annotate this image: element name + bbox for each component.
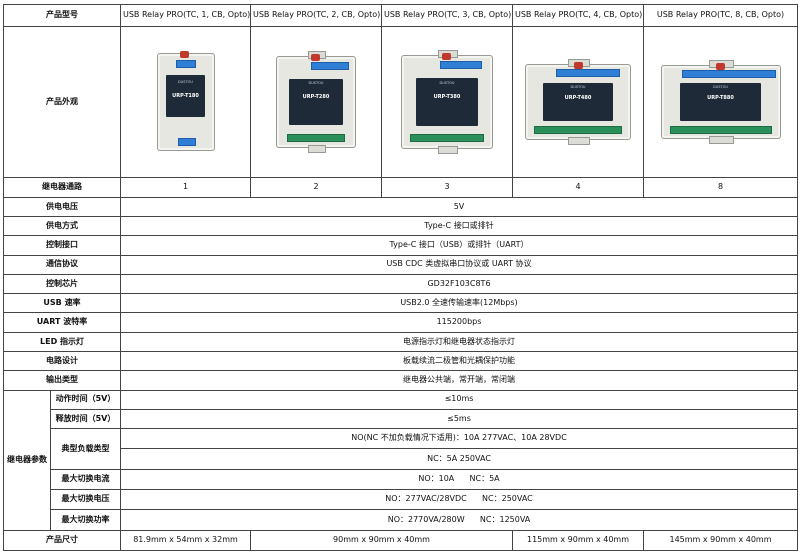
model-cell-5: USB Relay PRO(TC, 8, CB, Opto) (643, 3, 798, 28)
release-time-value: ≤5ms (120, 408, 798, 430)
control-interface-value: Type-C 接口（USB）或排针（UART） (120, 235, 798, 256)
relay-params-group-header: 继电器参数 (3, 389, 51, 531)
row-header-size: 产品尺寸 (3, 529, 121, 552)
max-current-value: NO：10A NC：5A (120, 468, 798, 491)
photo-cell-2: DUSTOU URP-T280 (250, 26, 382, 178)
row-header-typical-load: 典型负载类型 (50, 428, 121, 470)
row-header-chip: 控制芯片 (3, 273, 121, 295)
protocol-value: USB CDC 类虚拟串口协议或 UART 协议 (120, 254, 798, 275)
row-protocol: 通信协议 USB CDC 类虚拟串口协议或 UART 协议 (3, 254, 798, 275)
row-header-max-voltage: 最大切换电压 (50, 489, 121, 511)
model-cell-4: USB Relay PRO(TC, 4, CB, Opto) (512, 3, 644, 28)
max-power-value: NO：2770VA/280W NC：1250VA (120, 509, 798, 531)
row-header-control-interface: 控制接口 (3, 235, 121, 256)
row-output: 输出类型 继电器公共端，常开端，常闭端 (3, 370, 798, 391)
device-image-1ch: DUSTOU URP-T180 (156, 50, 215, 151)
row-header-release-time: 释放时间（5V） (50, 408, 121, 430)
row-header-usb-rate: USB 速率 (3, 293, 121, 314)
row-led: LED 指示灯 电源指示灯和继电器状态指示灯 (3, 331, 798, 353)
size-cell-5: 145mm x 90mm x 40mm (643, 529, 798, 552)
row-uart-baud: UART 波特率 115200bps (3, 312, 798, 333)
model-cell-2: USB Relay PRO(TC, 2, CB, Opto) (250, 3, 382, 28)
row-header-protocol: 通信协议 (3, 254, 121, 275)
row-max-power: 最大切换功率 NO：2770VA/280W NC：1250VA (4, 509, 798, 531)
row-typical-load-nc: NC：5A 250VAC (4, 448, 798, 470)
channels-cell-2: 2 (250, 176, 382, 198)
row-action-time: 继电器参数 动作时间（5V） ≤10ms (3, 389, 798, 531)
typical-load-no-value: NO(NC 不加负载情况下适用)：10A 277VAC、10A 28VDC (120, 428, 798, 450)
row-power: 供电方式 Type-C 接口或排针 (3, 216, 798, 237)
model-cell-3: USB Relay PRO(TC, 3, CB, Opto) (381, 3, 513, 28)
photo-cell-3: DUSTOU URP-T380 (381, 26, 513, 178)
power-value: Type-C 接口或排针 (120, 216, 798, 237)
row-usb-rate: USB 速率 USB2.0 全速传输速率(12Mbps) (3, 293, 798, 314)
uart-baud-value: 115200bps (120, 312, 798, 333)
row-control-interface: 控制接口 Type-C 接口（USB）或排针（UART） (3, 235, 798, 256)
device-image-2ch: DUSTOU URP-T280 (276, 50, 356, 153)
photo-cell-5: DUSTOU URP-T880 (643, 26, 798, 178)
row-header-channels: 继电器通路 (3, 176, 121, 198)
row-max-current: 最大切换电流 NO：10A NC：5A (4, 468, 798, 491)
channels-cell-4: 4 (512, 176, 644, 198)
row-header-model: 产品型号 (3, 3, 121, 28)
row-release-time: 释放时间（5V） ≤5ms (4, 408, 798, 430)
size-cell-1: 81.9mm x 54mm x 32mm (120, 529, 251, 552)
row-header-max-power: 最大切换功率 (50, 509, 121, 531)
channels-cell-5: 8 (643, 176, 798, 198)
row-header-output: 输出类型 (3, 370, 121, 391)
spec-table: 产品型号 USB Relay PRO(TC, 1, CB, Opto) USB … (3, 3, 798, 552)
row-chip: 控制芯片 GD32F103C8T6 (3, 273, 798, 295)
row-header-action-time: 动作时间（5V） (50, 389, 121, 410)
voltage-value: 5V (120, 196, 798, 218)
row-header-max-current: 最大切换电流 (50, 468, 121, 491)
model-cell-1: USB Relay PRO(TC, 1, CB, Opto) (120, 3, 251, 28)
size-cell-4: 115mm x 90mm x 40mm (512, 529, 644, 552)
action-time-value: ≤10ms (120, 389, 798, 410)
usb-rate-value: USB2.0 全速传输速率(12Mbps) (120, 293, 798, 314)
row-header-voltage: 供电电压 (3, 196, 121, 218)
row-channels: 继电器通路 1 2 3 4 8 (3, 176, 798, 198)
row-max-voltage: 最大切换电压 NO：277VAC/28VDC NC：250VAC (4, 489, 798, 511)
device-image-4ch: DUSTOU URP-T480 (525, 58, 631, 145)
typical-load-nc-value: NC：5A 250VAC (120, 448, 798, 470)
channels-cell-1: 1 (120, 176, 251, 198)
row-header-power: 供电方式 (3, 216, 121, 237)
row-typical-load-no: 典型负载类型 NO(NC 不加负载情况下适用)：10A 277VAC、10A 2… (4, 428, 798, 470)
row-circuit: 电路设计 板载续流二极管和光耦保护功能 (3, 351, 798, 372)
row-model: 产品型号 USB Relay PRO(TC, 1, CB, Opto) USB … (3, 3, 798, 28)
led-value: 电源指示灯和继电器状态指示灯 (120, 331, 798, 353)
output-value: 继电器公共端，常开端，常闭端 (120, 370, 798, 391)
channels-cell-3: 3 (381, 176, 513, 198)
row-voltage: 供电电压 5V (3, 196, 798, 218)
device-image-8ch: DUSTOU URP-T880 (660, 59, 781, 144)
chip-value: GD32F103C8T6 (120, 273, 798, 295)
row-header-appearance: 产品外观 (3, 26, 121, 178)
row-appearance: 产品外观 DUSTOU URP-T180 (3, 26, 798, 178)
device-image-3ch: DUSTOU URP-T380 (401, 49, 493, 154)
row-size: 产品尺寸 81.9mm x 54mm x 32mm 90mm x 90mm x … (3, 529, 798, 552)
row-header-led: LED 指示灯 (3, 331, 121, 353)
size-cell-2-3: 90mm x 90mm x 40mm (250, 529, 513, 552)
circuit-value: 板载续流二极管和光耦保护功能 (120, 351, 798, 372)
photo-cell-4: DUSTOU URP-T480 (512, 26, 644, 178)
row-header-uart-baud: UART 波特率 (3, 312, 121, 333)
max-voltage-value: NO：277VAC/28VDC NC：250VAC (120, 489, 798, 511)
photo-cell-1: DUSTOU URP-T180 (120, 26, 251, 178)
row-header-circuit: 电路设计 (3, 351, 121, 372)
